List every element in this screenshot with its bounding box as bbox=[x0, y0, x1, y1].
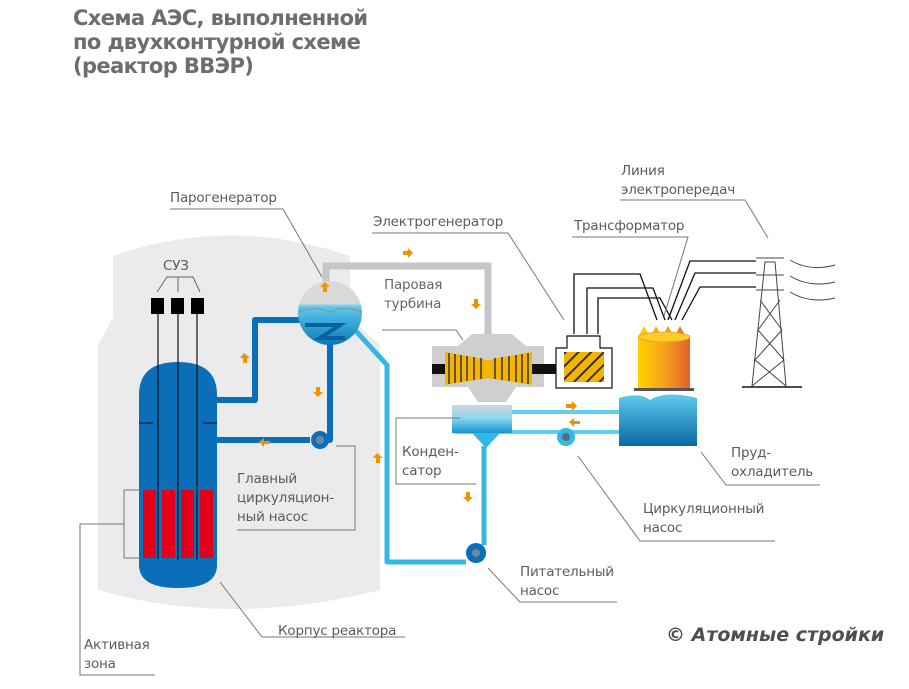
arrow-left-icon bbox=[569, 418, 580, 427]
label-line: сатор bbox=[402, 463, 442, 479]
label-line: Питательный bbox=[520, 564, 614, 580]
arrow-right-icon bbox=[403, 248, 413, 258]
arrow-left-icon bbox=[259, 438, 270, 447]
label-electric-generator: Электрогенератор bbox=[373, 214, 504, 230]
label-line: насос bbox=[643, 520, 683, 536]
label-line: Пруд- bbox=[731, 445, 771, 461]
label-line: циркуляцион- bbox=[237, 490, 334, 506]
label-control-rods: СУЗ bbox=[163, 258, 189, 274]
circulation-pump bbox=[557, 428, 575, 446]
title-line-3: (реактор ВВЭР) bbox=[73, 54, 254, 78]
label-main-circulation-pump: Главный циркуляцион- ный насос bbox=[237, 470, 334, 527]
label-feed-pump: Питательный насос bbox=[520, 563, 614, 601]
label-steam-generator: Парогенератор bbox=[170, 190, 277, 206]
arrow-down-icon bbox=[471, 299, 481, 309]
label-line: турбина bbox=[384, 296, 442, 312]
fuel-assemblies bbox=[143, 490, 213, 558]
steam-turbine bbox=[432, 334, 592, 402]
label-line: Линия bbox=[621, 163, 665, 179]
title-line-1: Схема АЭС, выполненной bbox=[73, 6, 368, 30]
label-line: электропередач bbox=[621, 182, 735, 198]
steam-pipe bbox=[322, 262, 492, 336]
control-rods bbox=[151, 276, 204, 560]
steam-generator bbox=[297, 281, 363, 345]
arrow-right-icon bbox=[566, 401, 577, 411]
label-line: ный насос bbox=[237, 509, 308, 525]
label-line: охладитель bbox=[731, 464, 814, 480]
label-power-line: Линия электропередач bbox=[621, 162, 735, 200]
label-line: Циркуляционный bbox=[643, 501, 765, 517]
arrow-up-icon bbox=[373, 453, 383, 463]
main-circulation-pump bbox=[311, 431, 329, 449]
copyright-watermark: © Атомные стройки bbox=[666, 624, 885, 646]
label-steam-turbine: Паровая турбина bbox=[384, 276, 442, 314]
label-line: Активная bbox=[84, 637, 150, 653]
arrow-down-icon bbox=[313, 387, 323, 397]
arrow-up-icon bbox=[240, 353, 250, 363]
secondary-loop bbox=[353, 328, 487, 565]
transformer bbox=[634, 260, 756, 391]
flow-arrows bbox=[240, 248, 580, 502]
label-line: насос bbox=[520, 583, 560, 599]
label-line: Конден- bbox=[402, 444, 459, 460]
feed-pump bbox=[466, 543, 486, 563]
cooling-pond bbox=[619, 394, 697, 446]
label-line: Главный bbox=[237, 471, 297, 487]
label-line: зона bbox=[84, 656, 116, 672]
label-line: Паровая bbox=[384, 277, 443, 293]
title-line-2: по двухконтурной схеме bbox=[73, 30, 361, 54]
label-cooling-pond: Пруд- охладитель bbox=[731, 444, 813, 482]
label-reactor-vessel: Корпус реактора bbox=[278, 623, 397, 639]
leader-lines bbox=[79, 199, 820, 676]
electric-generator bbox=[555, 273, 673, 389]
arrow-up-icon bbox=[320, 282, 330, 292]
label-transformer: Трансформатор bbox=[574, 218, 685, 234]
label-active-zone: Активная зона bbox=[84, 636, 150, 674]
arrow-down-icon bbox=[463, 492, 473, 502]
diagram-title: Схема АЭС, выполненной по двухконтурной … bbox=[73, 6, 368, 78]
label-circulation-pump: Циркуляционный насос bbox=[643, 500, 764, 538]
label-condenser: Конден- сатор bbox=[402, 443, 459, 481]
power-line-tower bbox=[742, 257, 836, 388]
condenser bbox=[452, 405, 512, 448]
